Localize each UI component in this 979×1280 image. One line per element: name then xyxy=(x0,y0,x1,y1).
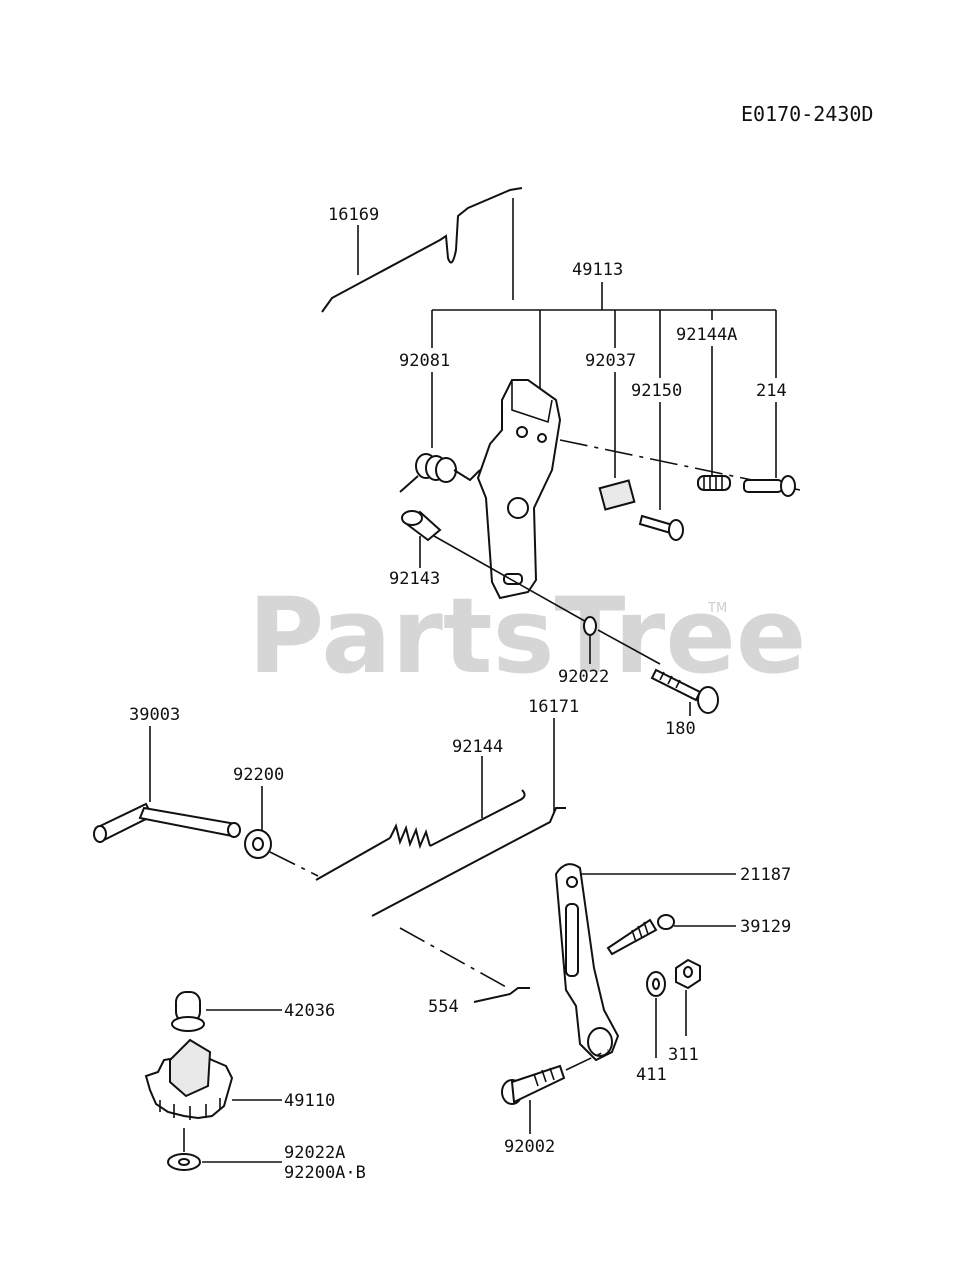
part-16171-rod xyxy=(371,807,566,917)
label-16171: 16171 xyxy=(528,697,579,717)
label-21187: 21187 xyxy=(740,865,791,885)
axis-line-bolt-180 xyxy=(597,629,661,665)
label-42036: 42036 xyxy=(284,1001,335,1021)
part-92022A-washer xyxy=(167,1153,201,1171)
label-180: 180 xyxy=(665,719,696,739)
part-49110-gear xyxy=(144,1038,234,1120)
part-42036-cap xyxy=(171,991,205,1032)
plate-tab xyxy=(511,380,553,424)
label-92022: 92022 xyxy=(558,667,609,687)
label-214: 214 xyxy=(756,381,787,401)
axis-line-collar xyxy=(433,535,591,625)
part-311-nut xyxy=(675,958,701,990)
part-554-clip xyxy=(473,987,530,1003)
part-16169-wire xyxy=(321,187,523,313)
part-92200-washer xyxy=(244,829,272,859)
plate-slot xyxy=(503,573,523,585)
part-92081-spring xyxy=(399,453,481,493)
part-92144-spring xyxy=(315,789,526,881)
part-92144A-spring xyxy=(697,475,731,491)
axis-line-washer xyxy=(269,851,319,877)
watermark: PartsTree xyxy=(248,575,806,697)
axis-line-bolt-92002 xyxy=(565,1049,609,1071)
part-214-bolt xyxy=(743,475,796,497)
plate-hole-1 xyxy=(516,426,528,438)
label-92081: 92081 xyxy=(399,351,450,371)
label-92144A: 92144A xyxy=(676,325,737,345)
part-411-washer xyxy=(646,971,666,997)
label-92200: 92200 xyxy=(233,765,284,785)
part-92143-collar xyxy=(401,510,442,542)
watermark-trademark: TM xyxy=(707,601,727,616)
label-49110: 49110 xyxy=(284,1091,335,1111)
label-16169: 16169 xyxy=(328,205,379,225)
label-39129: 39129 xyxy=(740,917,791,937)
label-92143: 92143 xyxy=(389,569,440,589)
part-92150-bolt xyxy=(638,514,684,541)
axis-line-lever xyxy=(399,927,509,989)
reference-code: E0170-2430D xyxy=(741,102,873,126)
label-39003: 39003 xyxy=(129,705,180,725)
part-92002-bolt xyxy=(501,1064,566,1105)
label-411: 411 xyxy=(636,1065,667,1085)
part-92022-washer xyxy=(583,616,597,636)
plate-pivot xyxy=(507,497,529,519)
plate-hole-2 xyxy=(537,433,547,443)
part-180-bolt xyxy=(650,668,719,714)
label-92144: 92144 xyxy=(452,737,503,757)
label-92150: 92150 xyxy=(631,381,682,401)
label-92037: 92037 xyxy=(585,351,636,371)
label-49113: 49113 xyxy=(572,260,623,280)
part-39003-shaft xyxy=(93,802,241,843)
label-311: 311 xyxy=(668,1045,699,1065)
part-39129-screw xyxy=(606,914,675,956)
label-92200AB: 92200A·B xyxy=(284,1163,366,1183)
part-92037-clip xyxy=(598,479,636,511)
label-554: 554 xyxy=(428,997,459,1017)
part-21187-lever xyxy=(554,863,620,1062)
label-92022A: 92022A xyxy=(284,1143,345,1163)
label-92002: 92002 xyxy=(504,1137,555,1157)
